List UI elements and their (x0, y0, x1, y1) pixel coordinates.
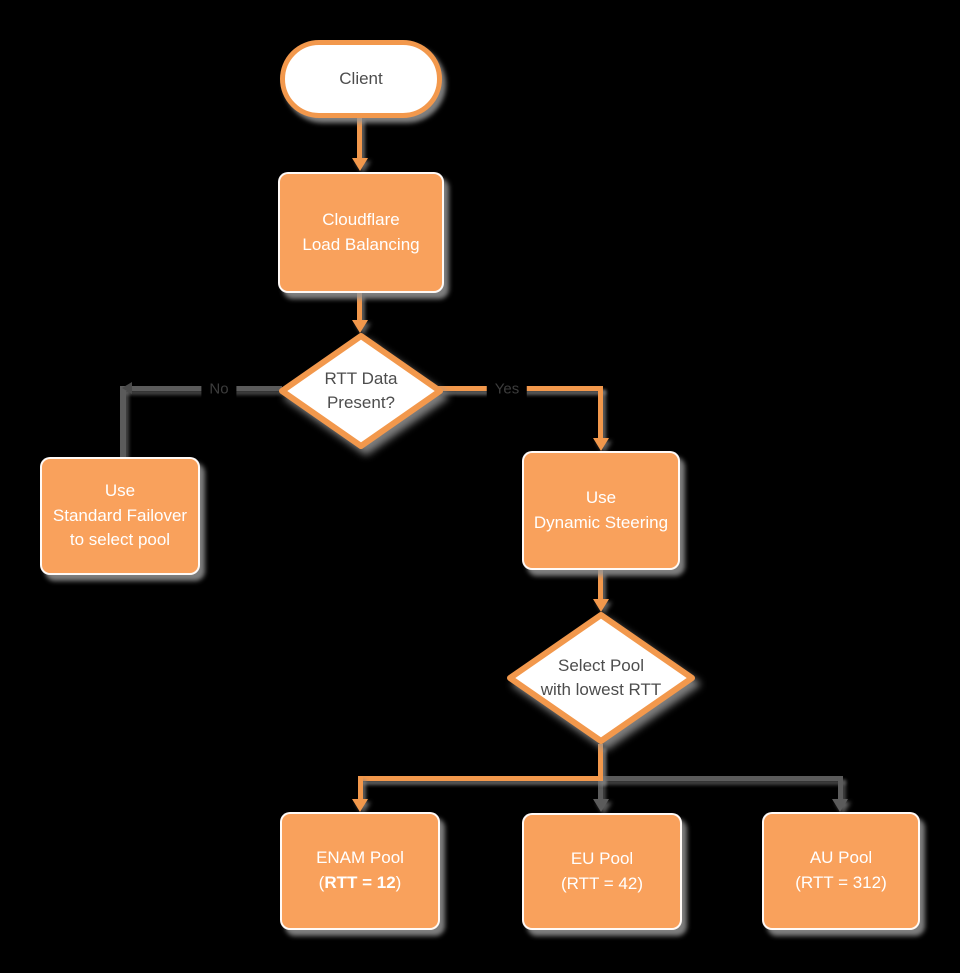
decision-rtt-line2: Present? (326, 393, 396, 412)
decision-select-pool-line2: with lowest RTT (540, 680, 662, 699)
node-standard-failover-line3: to select pool (69, 530, 171, 550)
arrowhead-lb-rtt-icon (352, 320, 368, 333)
arrowhead-enam-icon (352, 799, 368, 812)
node-client-label: Client (339, 69, 383, 88)
node-enam-pool: ENAM Pool (RTT = 12) (280, 812, 440, 930)
node-dynamic-steering-line2: Dynamic Steering (533, 512, 669, 532)
diamond-shape (279, 333, 443, 449)
node-au-pool-line2: (RTT = 312) (795, 873, 887, 892)
decision-select-pool-line1: Select Pool (558, 656, 644, 676)
enam-rtt-value: RTT = 12 (324, 873, 396, 892)
node-standard-failover-line1: Use (104, 481, 136, 501)
decision-rtt-label: RTT Data Present? (278, 332, 444, 450)
edge-label-no: No (201, 378, 237, 400)
node-enam-pool-line1: ENAM Pool (316, 848, 404, 868)
diamond-shape (507, 612, 695, 744)
edge-au-horizontal (598, 776, 843, 781)
node-eu-pool-line2: (RTT = 42) (560, 873, 644, 893)
decision-select-pool-label: Select Pool with lowest RTT (506, 611, 696, 745)
node-load-balancer: Cloudflare Load Balancing (278, 172, 444, 293)
arrowhead-client-lb-icon (352, 158, 368, 171)
edge-no-horizontal (120, 386, 282, 391)
edge-enam-stub (598, 744, 603, 781)
node-au-pool-line1: AU Pool (809, 848, 873, 868)
node-dynamic-steering: Use Dynamic Steering (522, 451, 680, 570)
decision-rtt-line1: RTT Data (324, 369, 398, 389)
enam-rtt-close: ) (395, 873, 402, 892)
node-client: Client (280, 40, 442, 118)
node-au-pool: AU Pool (RTT = 312) (762, 812, 920, 930)
decision-select-pool: Select Pool with lowest RTT (506, 611, 696, 745)
edge-label-yes: Yes (486, 378, 528, 400)
enam-rtt-open: ( (318, 873, 325, 892)
node-standard-failover: Use Standard Failover to select pool (40, 457, 200, 575)
edge-client-lb (357, 116, 362, 160)
edge-yes-vertical (598, 386, 603, 440)
decision-rtt-data-present: RTT Data Present? (278, 332, 444, 450)
arrowhead-no-corner-icon (122, 382, 132, 394)
node-standard-failover-line2: Standard Failover (52, 505, 188, 525)
edge-enam-horizontal (358, 776, 603, 781)
arrowhead-au-icon (832, 799, 848, 812)
edge-no-vertical (120, 386, 126, 457)
arrowhead-yes-icon (593, 438, 609, 451)
edge-ds-select (598, 570, 603, 601)
node-load-balancer-line1: Cloudflare (322, 209, 400, 229)
edge-enam-vertical (358, 776, 363, 802)
node-dynamic-steering-line1: Use (585, 487, 617, 507)
edge-au-vertical (838, 776, 843, 802)
node-eu-pool-line1: EU Pool (570, 848, 634, 868)
node-enam-pool-rtt: (RTT = 12) (319, 871, 402, 896)
node-load-balancer-line2: Load Balancing (302, 234, 420, 254)
arrowhead-eu-icon (593, 799, 609, 812)
arrowhead-ds-select-icon (593, 599, 609, 612)
edge-lb-rtt (357, 293, 362, 321)
node-eu-pool: EU Pool (RTT = 42) (522, 813, 682, 930)
